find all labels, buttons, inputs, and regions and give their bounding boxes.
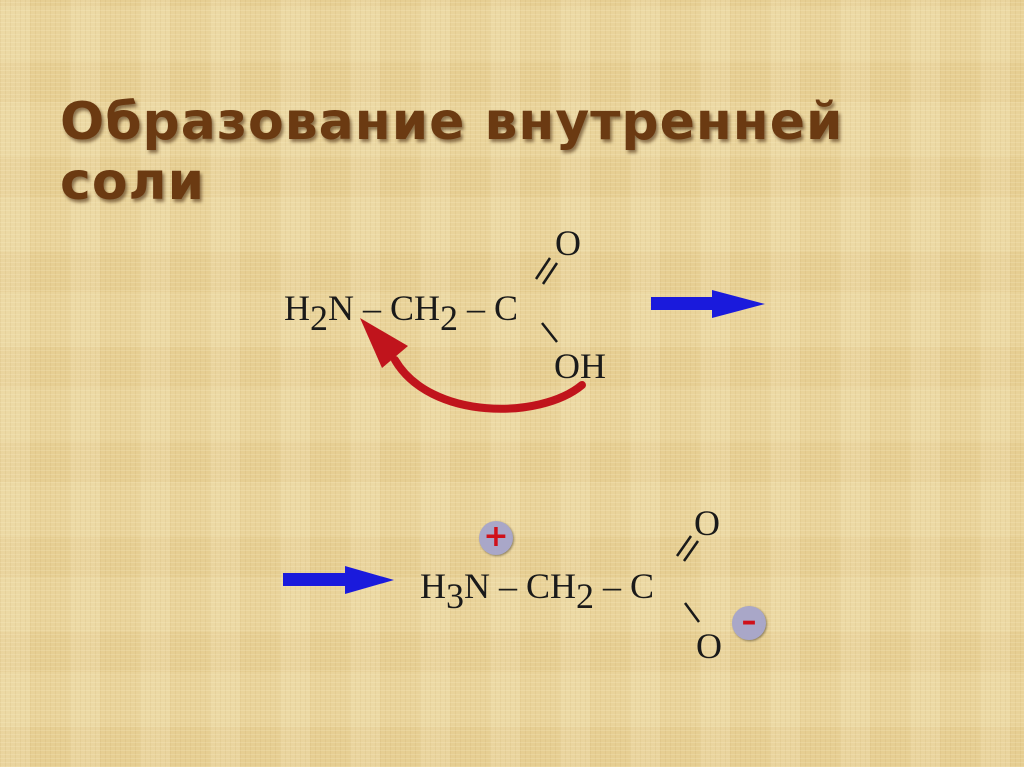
product-bond-2: – bbox=[594, 566, 631, 606]
product-ch: CH bbox=[526, 566, 577, 606]
product-formula: H3N – CH2 – C bbox=[420, 566, 655, 614]
product-carbonyl-oxygen: O bbox=[694, 503, 720, 543]
reactant-bond-2: – bbox=[458, 288, 495, 328]
proton-transfer-arrow-icon bbox=[360, 318, 586, 413]
positive-charge-badge: + bbox=[479, 521, 513, 555]
product-carboxylate-oxygen: O bbox=[696, 626, 722, 666]
reactant-n: N bbox=[328, 288, 354, 328]
reactant-single-bond bbox=[541, 322, 558, 343]
reactant-carbon: C bbox=[494, 288, 519, 328]
slide-title: Образование внутренней соли bbox=[60, 92, 844, 212]
reaction-arrow-icon-1 bbox=[651, 290, 765, 318]
negative-charge-badge: – bbox=[732, 606, 766, 640]
product-ch-subscript: 2 bbox=[576, 576, 595, 616]
reactant-formula: H2N – CH2 – C bbox=[284, 288, 519, 336]
reactant-h: H bbox=[284, 288, 310, 328]
reaction-arrow-icon-2 bbox=[283, 566, 394, 594]
reactant-hydroxyl: OH bbox=[554, 346, 606, 386]
reactant-ch: CH bbox=[390, 288, 441, 328]
reactant-bond-1: – bbox=[354, 288, 390, 328]
product-single-bond bbox=[683, 602, 701, 623]
reactant-carbonyl-oxygen: O bbox=[555, 223, 581, 263]
reactant-ch-subscript: 2 bbox=[440, 298, 459, 338]
product-carbon: C bbox=[630, 566, 655, 606]
product-h: H bbox=[420, 566, 446, 606]
reactant-double-bond bbox=[534, 257, 559, 285]
product-bond-1: – bbox=[490, 566, 526, 606]
product-n: N bbox=[464, 566, 490, 606]
product-h-subscript: 3 bbox=[446, 576, 464, 616]
product-double-bond bbox=[675, 535, 700, 562]
reactant-h-subscript: 2 bbox=[310, 298, 328, 338]
